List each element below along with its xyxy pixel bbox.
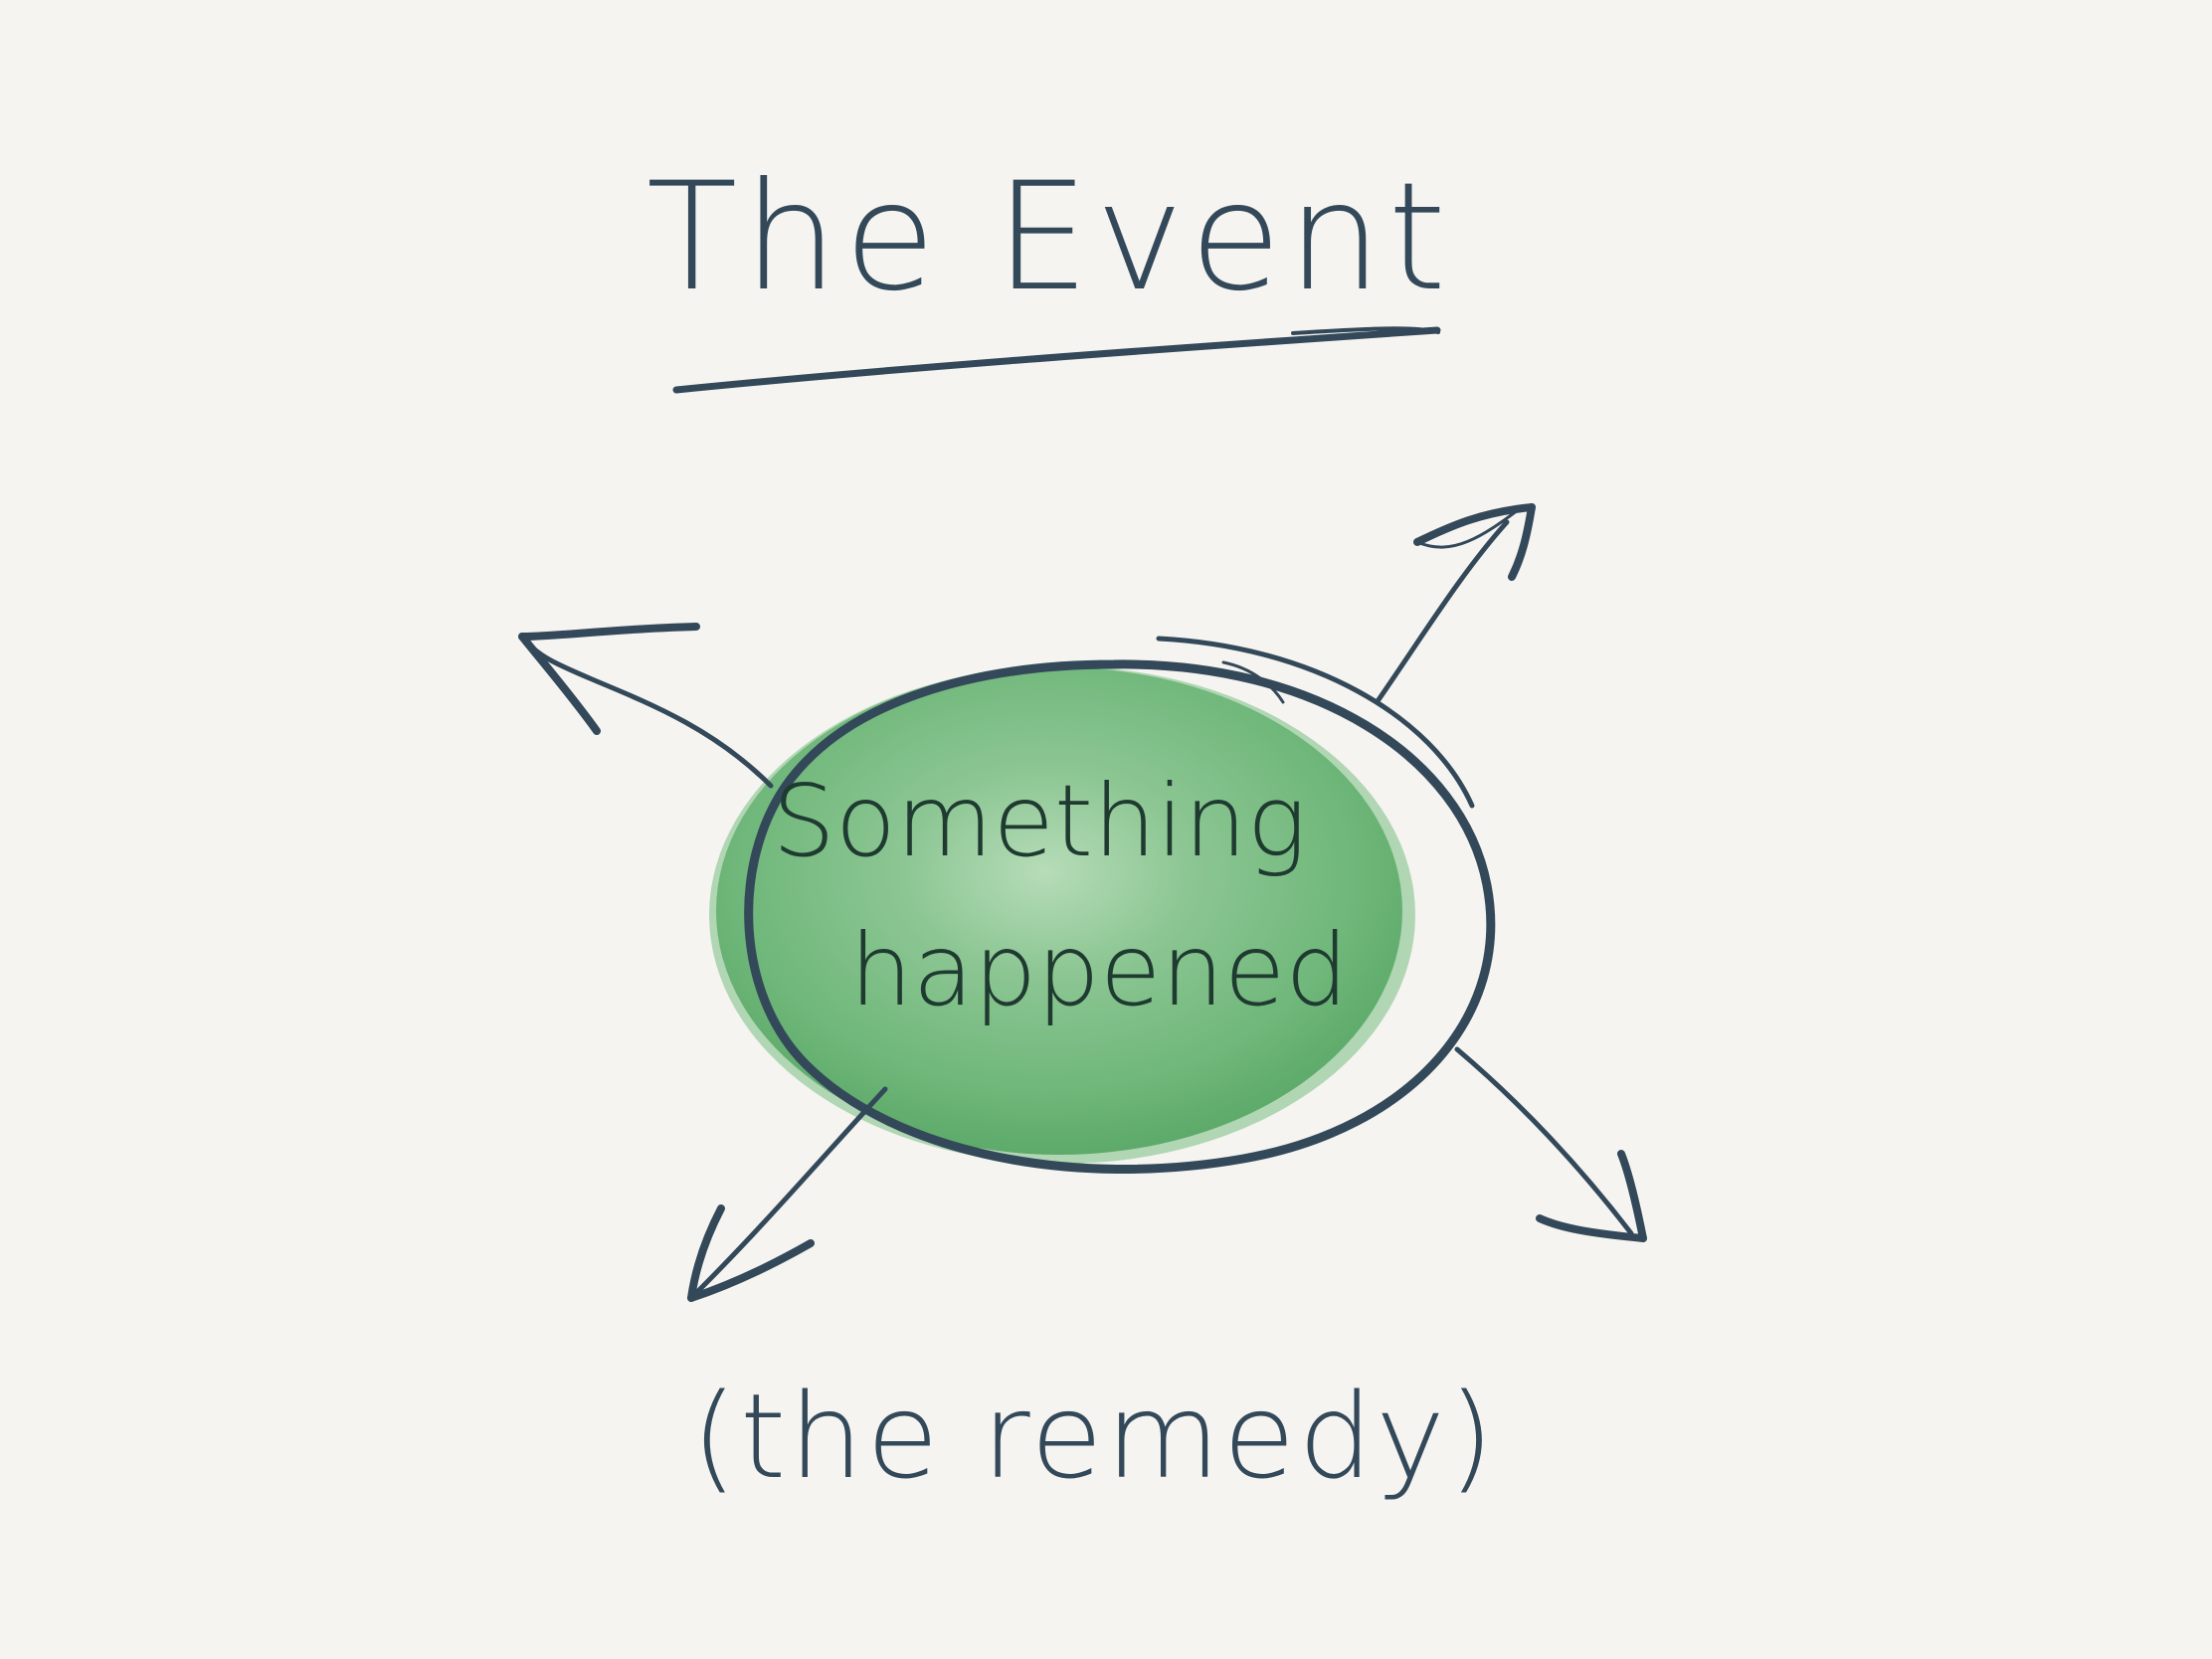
event-blob-outline-tick	[1221, 660, 1285, 704]
event-blob	[716, 667, 1402, 1155]
event-blob-outline-inner	[1156, 636, 1475, 809]
remedy-label: (the remedy)	[691, 1368, 1497, 1505]
arrow-upper-right	[1375, 503, 1536, 704]
arrow-lower-right	[1454, 1046, 1647, 1242]
diagram-title: The Event	[646, 151, 1452, 324]
center-text-line2: happened	[849, 912, 1349, 1028]
event-blob-outline	[744, 659, 1496, 1174]
title-underline-tail	[1291, 326, 1440, 335]
arrow-upper-left	[518, 623, 774, 789]
title-underline	[672, 326, 1441, 394]
center-text-line1: Something	[772, 763, 1306, 879]
arrow-lower-left	[687, 1086, 888, 1302]
